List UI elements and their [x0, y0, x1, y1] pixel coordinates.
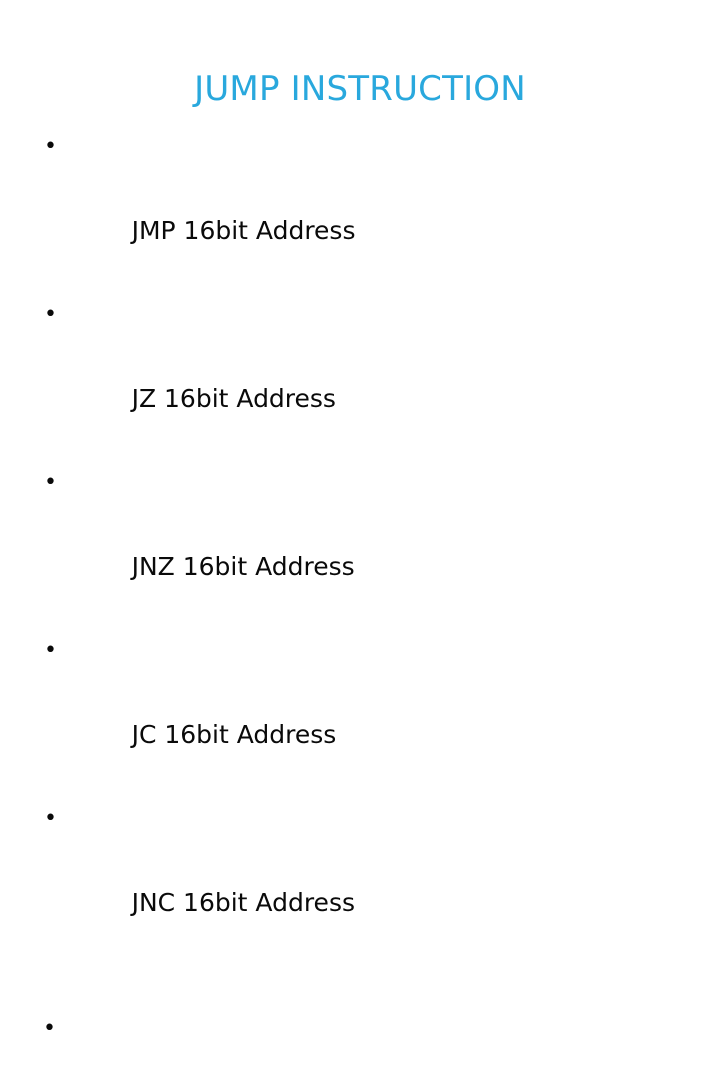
list-item-label: JZ 16bit Address [131, 384, 336, 413]
slide-body: • JMP 16bit Address • JZ 16bit Address •… [0, 126, 720, 1080]
list-item: • JNZ 16bit Address [0, 462, 720, 630]
jump-instruction-list: • JMP 16bit Address • JZ 16bit Address •… [0, 126, 720, 966]
bullet-icon: • [44, 134, 57, 159]
list-item: • JC 16bit Address [0, 630, 720, 798]
presentation-slide: JUMP INSTRUCTION • JMP 16bit Address • J… [43, 68, 526, 1041]
bullet-icon: • [43, 1016, 56, 1041]
list-item: • JNC 16bit Address [0, 798, 720, 966]
list-item-label: JNC 16bit Address [131, 888, 355, 917]
list-item: • HLT Stop processing and wait [0, 1008, 720, 1080]
page-title: JUMP INSTRUCTION [194, 68, 526, 109]
bullet-icon: • [44, 302, 57, 327]
bullet-icon: • [44, 470, 57, 495]
machine-control-instruction-list: • HLT Stop processing and wait • NOP Don… [0, 1008, 720, 1080]
list-item-label: JC 16bit Address [131, 720, 337, 749]
list-item: • JMP 16bit Address [0, 126, 720, 294]
bullet-icon: • [44, 806, 57, 831]
list-item-label: JMP 16bit Address [131, 216, 356, 245]
list-item-label: JNZ 16bit Address [131, 552, 355, 581]
bullet-icon: • [44, 638, 57, 663]
list-item: • JZ 16bit Address [0, 294, 720, 462]
